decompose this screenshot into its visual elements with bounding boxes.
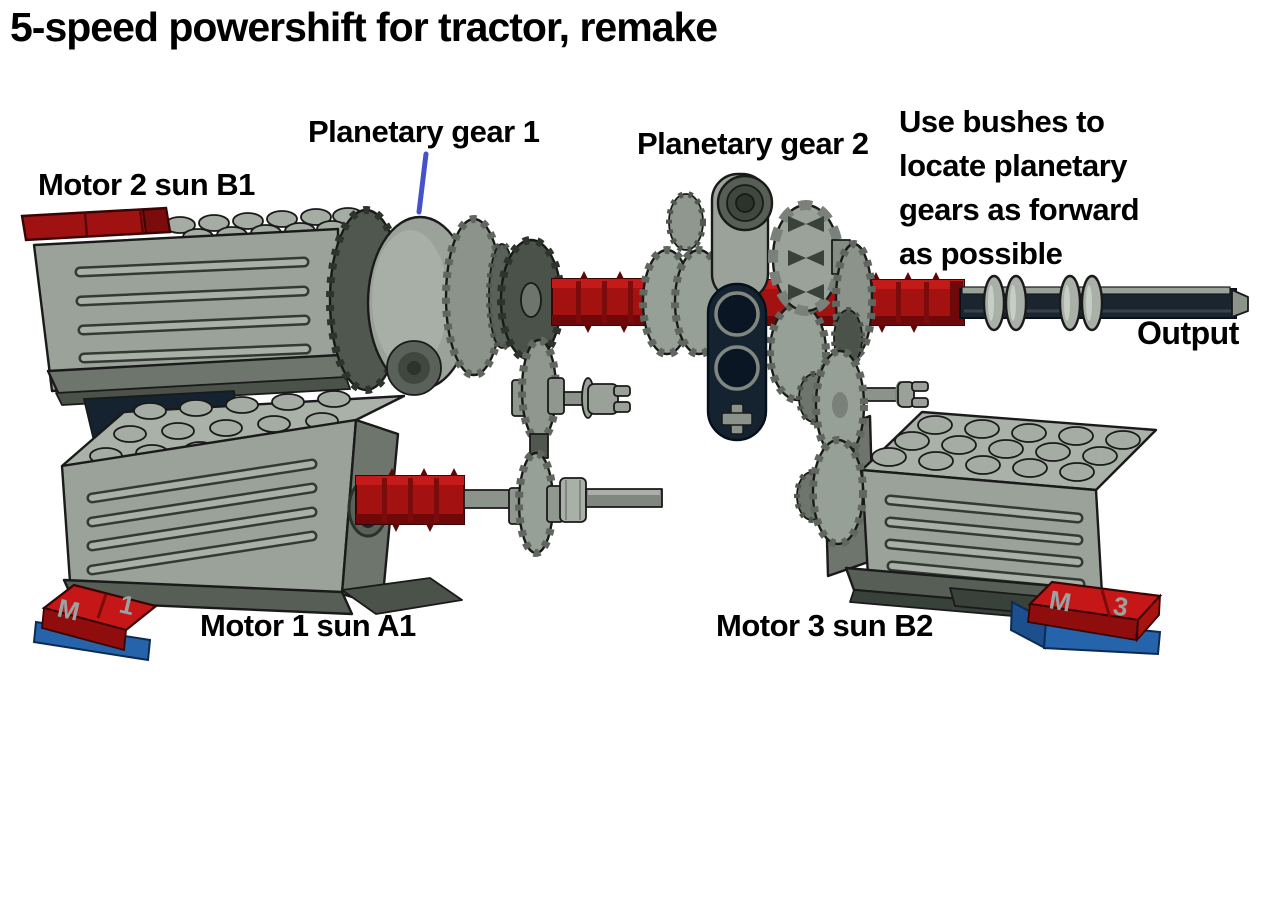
- clutch-knob-gear: [768, 200, 844, 316]
- idler-gear-upper: [511, 336, 631, 459]
- motor-2-ridges: [74, 256, 312, 364]
- motor-2-red-plate: [20, 206, 172, 242]
- motor-3-ridges: [884, 494, 1086, 590]
- pg1-pointer-line: [416, 151, 429, 215]
- note-line-1: Use bushes to: [899, 104, 1105, 139]
- axle-bush: [559, 477, 587, 523]
- planetary-gear-2-assembly: [639, 172, 876, 442]
- gear-train-motor3: [794, 307, 868, 548]
- m3-tile-digit: 3: [1111, 590, 1130, 622]
- motor-1-ridges: [86, 458, 318, 576]
- label-motor2-sun-b1: Motor 2 sun B1: [38, 167, 255, 202]
- label-planetary-gear-1: Planetary gear 1: [308, 114, 540, 149]
- note-line-2: locate planetary: [899, 148, 1128, 183]
- locating-bushes: [982, 274, 1104, 332]
- note-use-bushes: Use bushes to locate planetary gears as …: [899, 100, 1140, 276]
- m3-tile-letter: M: [1047, 584, 1074, 617]
- label-planetary-gear-2: Planetary gear 2: [637, 126, 869, 161]
- page-title: 5-speed powershift for tractor, remake: [10, 4, 718, 50]
- axle-pin-motor3: [857, 381, 929, 408]
- motor-3-studs: [871, 415, 1141, 482]
- m1-label-plate: M 1: [32, 583, 159, 662]
- m3-label-plate: M 3: [1009, 580, 1163, 656]
- m1-tile-digit: 1: [117, 589, 138, 621]
- label-output: Output: [1137, 315, 1239, 351]
- sun-a1-axle: [355, 449, 663, 557]
- note-line-4: as possible: [899, 236, 1063, 271]
- navy-technic-beam: [706, 282, 768, 442]
- pulley-wheel: [716, 174, 774, 232]
- label-motor3-sun-b2: Motor 3 sun B2: [716, 608, 933, 643]
- note-line-3: gears as forward: [899, 192, 1140, 227]
- label-motor1-sun-a1: Motor 1 sun A1: [200, 608, 416, 643]
- output-axle: [959, 274, 1249, 332]
